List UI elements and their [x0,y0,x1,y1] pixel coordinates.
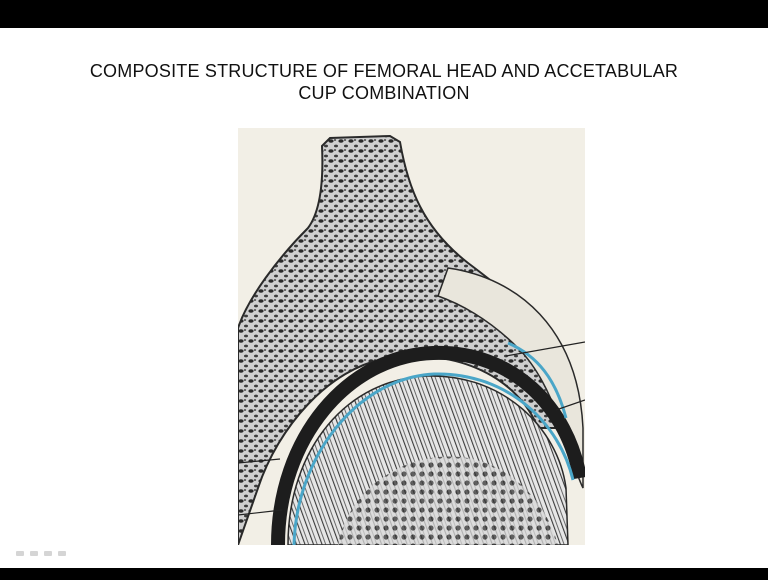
slide-title-line-2: CUP COMBINATION [0,82,768,104]
slide-title: COMPOSITE STRUCTURE OF FEMORAL HEAD AND … [0,60,768,104]
next-slide-icon[interactable] [58,551,66,556]
slide-title-line-1: COMPOSITE STRUCTURE OF FEMORAL HEAD AND … [0,60,768,82]
slide-controls [16,551,66,556]
slide: COMPOSITE STRUCTURE OF FEMORAL HEAD AND … [0,28,768,568]
view-icon[interactable] [44,551,52,556]
hip-joint-illustration [238,128,585,545]
hip-joint-drawing [238,128,585,545]
prev-slide-icon[interactable] [16,551,24,556]
menu-icon[interactable] [30,551,38,556]
